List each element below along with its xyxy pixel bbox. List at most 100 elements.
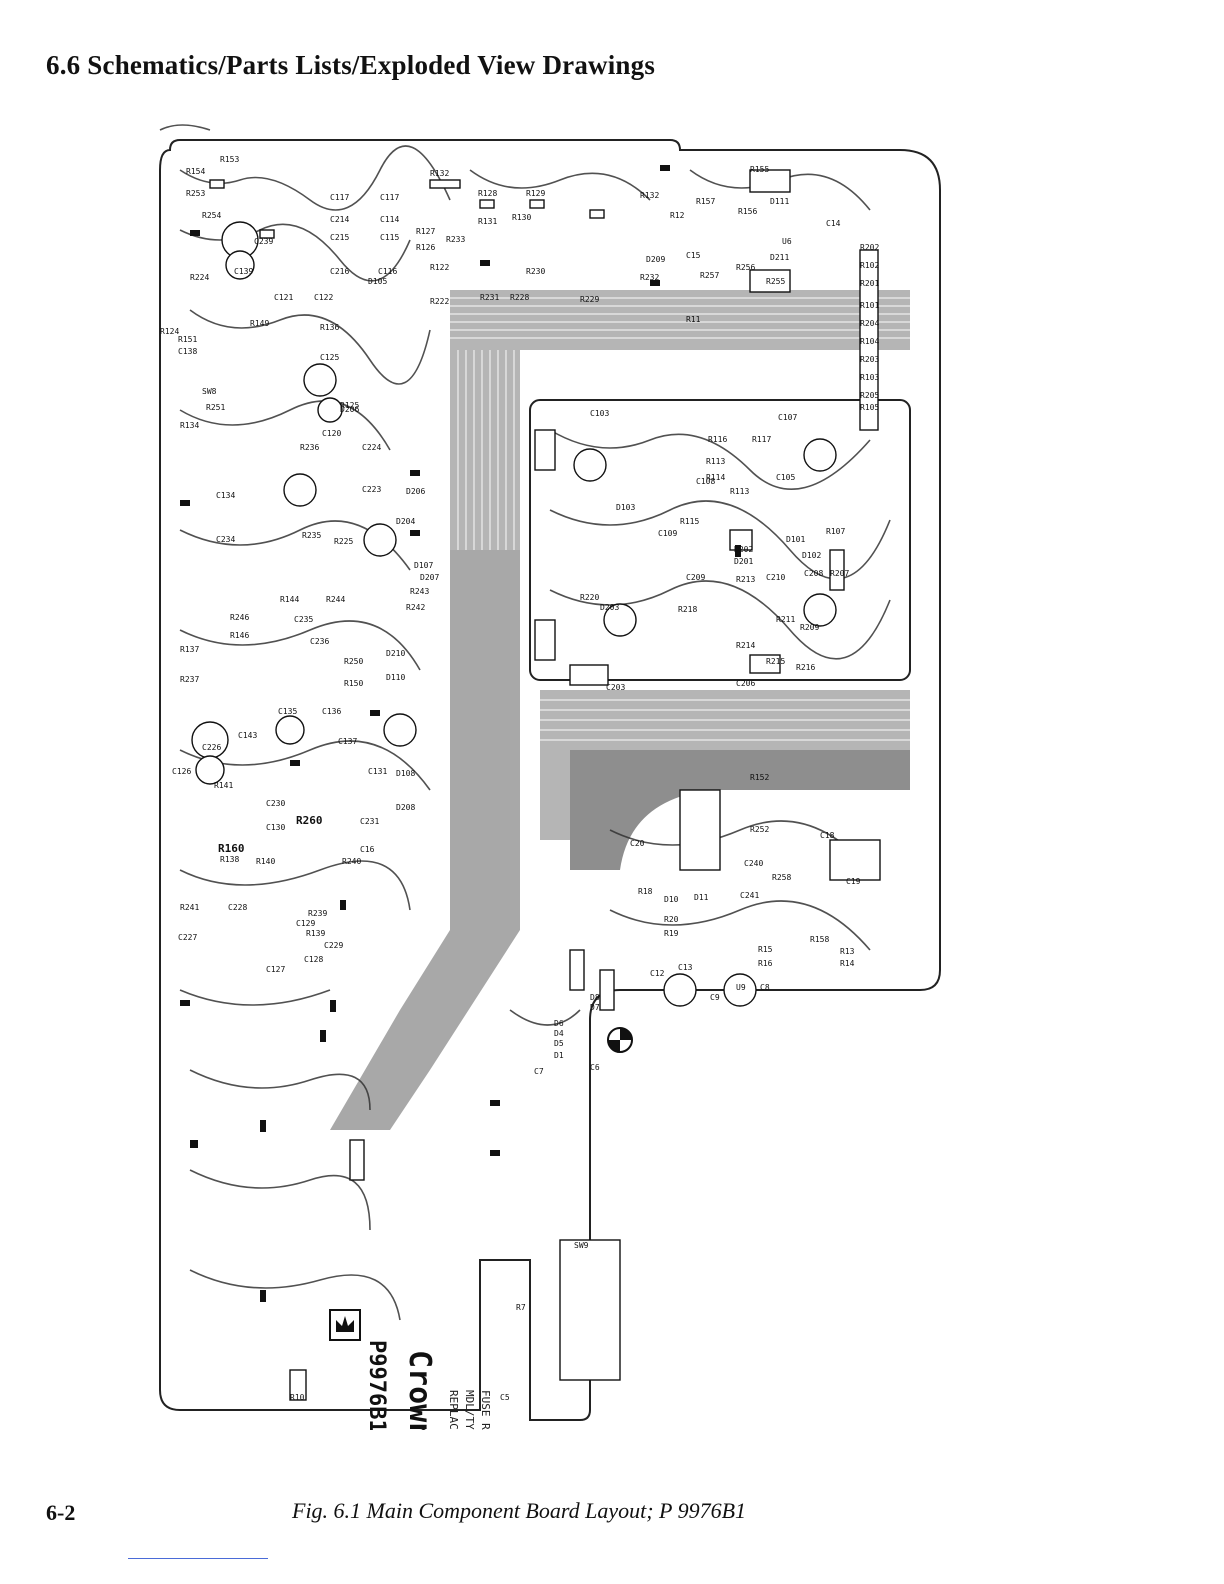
svg-text:R113: R113 [730,487,749,496]
svg-text:R102: R102 [860,261,879,270]
svg-text:C15: C15 [686,251,701,260]
figure-caption: Fig. 6.1 Main Component Board Layout; P … [292,1498,747,1523]
svg-text:R237: R237 [180,675,199,684]
svg-text:C138: C138 [178,347,197,356]
svg-text:C226: C226 [202,743,221,752]
svg-text:R154: R154 [186,167,205,176]
svg-text:R218: R218 [678,605,697,614]
svg-text:C9: C9 [710,993,720,1002]
svg-text:R128: R128 [478,189,497,198]
svg-text:C139: C139 [234,267,253,276]
svg-text:D105: D105 [368,277,387,286]
svg-text:R150: R150 [344,679,363,688]
svg-text:D209: D209 [646,255,665,264]
svg-text:R160: R160 [218,842,245,855]
svg-text:C16: C16 [360,845,375,854]
svg-text:C12: C12 [650,969,665,978]
svg-text:C228: C228 [228,903,247,912]
svg-text:R213: R213 [736,575,755,584]
black-pads [180,165,741,1302]
svg-text:R125: R125 [340,401,359,410]
svg-text:C135: C135 [278,707,297,716]
svg-text:R124: R124 [160,327,179,336]
svg-text:R138: R138 [220,855,239,864]
svg-text:R239: R239 [308,909,327,918]
svg-text:D201: D201 [734,557,753,566]
svg-text:D107: D107 [414,561,433,570]
svg-text:C13: C13 [678,963,693,972]
svg-text:C130: C130 [266,823,285,832]
svg-text:R209: R209 [800,623,819,632]
svg-text:R139: R139 [306,929,325,938]
board-part-number: P9976B1 [364,1340,389,1430]
svg-text:C136: C136 [322,707,341,716]
svg-text:R15: R15 [758,945,773,954]
svg-text:D202: D202 [734,545,753,554]
svg-text:R126: R126 [416,243,435,252]
svg-text:R140: R140 [256,857,275,866]
svg-text:R250: R250 [344,657,363,666]
svg-text:R134: R134 [180,421,199,430]
board-rear-text-1: REPLACE ONLY WITH [447,1390,460,1430]
svg-text:R158: R158 [810,935,829,944]
svg-text:R253: R253 [186,189,205,198]
svg-text:C231: C231 [360,817,379,826]
svg-text:R122: R122 [430,263,449,272]
svg-text:D6: D6 [554,1019,564,1028]
svg-text:R107: R107 [826,527,845,536]
svg-text:C236: C236 [310,637,329,646]
svg-text:U9: U9 [736,983,746,992]
svg-text:SW8: SW8 [202,387,217,396]
svg-text:R251: R251 [206,403,225,412]
svg-text:R256: R256 [736,263,755,272]
svg-text:R19: R19 [664,929,679,938]
svg-text:R104: R104 [860,337,879,346]
svg-text:R244: R244 [326,595,345,604]
svg-text:R225: R225 [334,537,353,546]
svg-text:R10: R10 [290,1393,305,1402]
svg-text:R240: R240 [342,857,361,866]
svg-text:C240: C240 [744,859,763,868]
svg-text:R232: R232 [640,273,659,282]
svg-text:C230: C230 [266,799,285,808]
ground-symbol [607,1027,633,1053]
svg-text:R115: R115 [680,517,699,526]
svg-text:R20: R20 [664,915,679,924]
svg-text:R216: R216 [796,663,815,672]
svg-text:R132: R132 [640,191,659,200]
svg-text:R204: R204 [860,319,879,328]
svg-text:SW9: SW9 [574,1241,589,1250]
svg-text:C129: C129 [296,919,315,928]
svg-text:C120: C120 [322,429,341,438]
svg-text:R113: R113 [706,457,725,466]
svg-text:U6: U6 [782,237,792,246]
svg-text:R260: R260 [296,814,323,827]
svg-text:D102: D102 [802,551,821,560]
svg-text:R201: R201 [860,279,879,288]
svg-text:C239: C239 [254,237,273,246]
svg-text:R252: R252 [750,825,769,834]
svg-text:R205: R205 [860,391,879,400]
svg-text:C137: C137 [338,737,357,746]
svg-text:D103: D103 [616,503,635,512]
svg-text:R224: R224 [190,273,209,282]
svg-text:R246: R246 [230,613,249,622]
svg-text:C5: C5 [500,1393,510,1402]
svg-text:C203: C203 [606,683,625,692]
svg-text:R229: R229 [580,295,599,304]
board-rear-text-3: FUSE RATING AS SHOWN [479,1390,492,1430]
svg-text:R146: R146 [230,631,249,640]
svg-text:R228: R228 [510,293,529,302]
svg-text:D8: D8 [590,993,600,1002]
svg-text:C134: C134 [216,491,235,500]
svg-text:D206: D206 [406,487,425,496]
svg-text:R137: R137 [180,645,199,654]
svg-text:R255: R255 [766,277,785,286]
svg-text:R12: R12 [670,211,685,220]
svg-text:D210: D210 [386,649,405,658]
svg-text:C6: C6 [590,1063,600,1072]
svg-text:R116: R116 [708,435,727,444]
svg-text:R243: R243 [410,587,429,596]
svg-text:C115: C115 [380,233,399,242]
svg-text:C122: C122 [314,293,333,302]
